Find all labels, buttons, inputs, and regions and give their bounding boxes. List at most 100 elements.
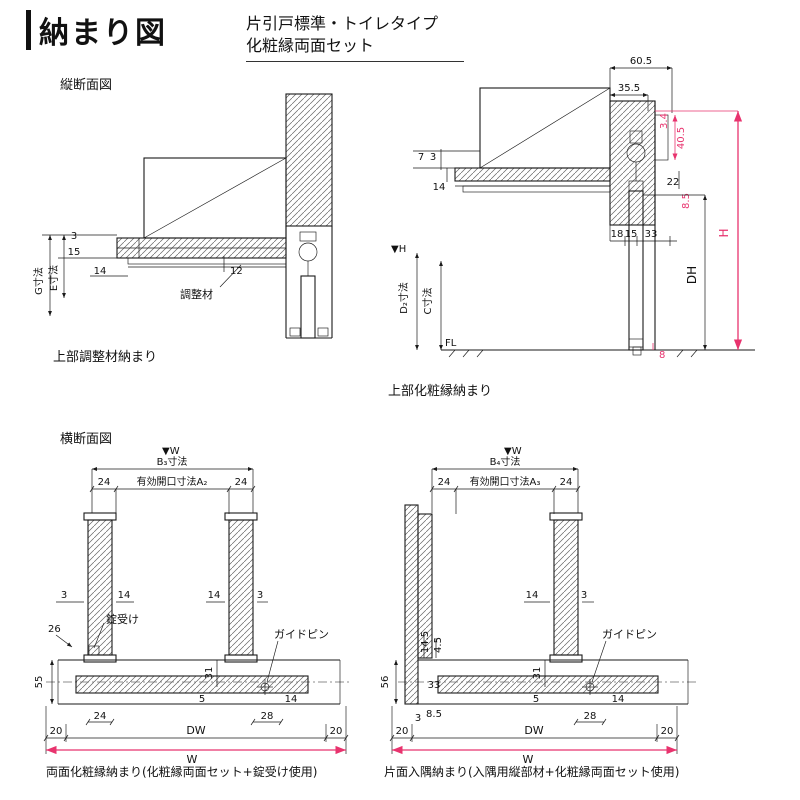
side-dimensions: 3.4 40.5 22 8.5 8: [652, 113, 692, 361]
left-header-assembly: [454, 87, 611, 193]
dim-opening-a3: 有効開口寸法A₃: [470, 475, 541, 488]
band-dimensions: 31 5 14 28: [532, 660, 625, 726]
dim-15: 15: [68, 247, 81, 258]
dim-24-left: 24: [98, 477, 111, 488]
casing-dimensions: 14 3: [524, 590, 594, 603]
wall-section: [609, 100, 669, 350]
dim-d2: D₂寸法: [397, 282, 410, 314]
w-datum-mark: ▼W: [504, 446, 522, 457]
door-panel: [437, 675, 659, 694]
dim-55: 55: [34, 676, 45, 689]
page-title: 納まり図: [39, 16, 167, 51]
dim-40-5: 40.5: [676, 127, 687, 149]
dim-33: 33: [645, 229, 658, 240]
left-dimensions: 7 3 14 ▼H D₂寸法 C寸法: [391, 149, 480, 350]
dim-w: W: [187, 753, 198, 766]
door-panel: [75, 675, 309, 694]
dim-20-right: 20: [661, 726, 674, 737]
dim-24-bottom: 24: [94, 711, 107, 722]
dim-33: 33: [428, 680, 441, 691]
dim-24-left: 24: [438, 477, 451, 488]
upper-wall-panel: [143, 157, 287, 239]
dim-7: 7: [418, 152, 424, 163]
lock-receiver: 錠受け: [88, 612, 139, 656]
dim-14-pin: 14: [285, 694, 298, 705]
vertical-section-adjuster-drawing: G寸法 E寸法 3 15 14 12 調整材: [32, 93, 333, 339]
top-dimensions: ▼W B₃寸法 24 有効開口寸法A₂ 24: [89, 446, 256, 514]
dim-14-left-inner: 14: [118, 590, 131, 601]
dim-14-5: 14.5: [420, 631, 431, 653]
label-guide-pin: ガイドピン: [274, 628, 329, 641]
band-dimensions: 26 55 31 5 14 24 28: [34, 624, 298, 726]
title-block: 納まり図: [26, 8, 167, 52]
dim-h: H: [717, 228, 731, 237]
title-accent-bar: [26, 10, 31, 50]
label-guide-pin: ガイドピン: [602, 628, 657, 641]
dim-8-5: 8.5: [681, 193, 692, 209]
dim-3: 3: [71, 231, 77, 242]
dim-14: 14: [94, 266, 107, 277]
track-band: [46, 659, 350, 705]
right-wall: [224, 512, 258, 663]
plan-section-both-faces-drawing: ▼W B₃寸法 24 有効開口寸法A₂ 24 3: [34, 446, 350, 766]
dim-60-5: 60.5: [630, 56, 652, 67]
dim-14-right-inner: 14: [208, 590, 221, 601]
dim-31: 31: [532, 667, 543, 680]
subtitle-line2: 化粧縁両面セット: [246, 35, 375, 55]
dim-opening-a2: 有効開口寸法A₂: [137, 475, 208, 488]
dim-24-right: 24: [560, 477, 573, 488]
caption-corner: 片面入隅納まり(入隅用縦部材+化粧縁両面セット使用): [384, 765, 680, 779]
subtitle-block: 片引戸標準・トイレタイプ 化粧縁両面セット: [246, 13, 464, 63]
dim-4-5: 4.5: [433, 637, 444, 653]
dim-8: 8: [659, 350, 665, 361]
corner-wall: [404, 504, 433, 705]
corner-dimensions: 14.5 4.5 33 8.5 3 56: [380, 631, 444, 724]
dim-e: E寸法: [47, 265, 60, 291]
dim-dh: DH: [685, 266, 699, 284]
dim-dw: DW: [524, 724, 543, 737]
dim-20-right: 20: [330, 726, 343, 737]
dim-3: 3: [430, 152, 436, 163]
bottom-dimensions: 20 DW 20 W: [43, 706, 349, 766]
dim-15: 15: [625, 229, 638, 240]
height-dimensions: DH H: [643, 110, 743, 350]
casing-dimensions: 3 14 14 3: [56, 590, 268, 603]
dim-3-4: 3.4: [659, 113, 670, 129]
dim-14: 14: [433, 182, 446, 193]
section-label-vertical: 縦断面図: [60, 78, 113, 93]
dim-dw: DW: [186, 724, 205, 737]
w-datum-mark: ▼W: [162, 446, 180, 457]
track-band: [398, 659, 696, 705]
guide-pin: ガイドピン: [582, 628, 657, 695]
dim-26: 26: [48, 624, 61, 635]
dim-c: C寸法: [421, 288, 434, 315]
dim-12: 12: [230, 266, 243, 277]
caption-top-adjuster: 上部調整材納まり: [53, 350, 158, 365]
guide-pin: ガイドピン: [257, 628, 329, 695]
dim-14-right-inner: 14: [526, 590, 539, 601]
dim-22: 22: [667, 177, 680, 188]
bottom-dimensions: 20 DW 20 W: [389, 706, 680, 766]
caption-both-faces: 両面化粧縁納まり(化粧縁両面セット+錠受け使用): [46, 765, 318, 779]
dim-b: B₄寸法: [490, 455, 521, 468]
dim-5: 5: [199, 694, 205, 705]
dim-20-left: 20: [396, 726, 409, 737]
label-fl: FL: [445, 338, 457, 349]
top-dimensions: ▼W B₄寸法 24 有効開口寸法A₃ 24: [429, 446, 581, 514]
vertical-section-trim-drawing: 60.5 35.5: [391, 56, 755, 361]
floor-line: FL: [441, 338, 755, 358]
hanger-roller: [298, 231, 318, 339]
dim-35-5: 35.5: [618, 83, 640, 94]
dim-20-left: 20: [50, 726, 63, 737]
dim-14-pin: 14: [612, 694, 625, 705]
dim-28: 28: [584, 711, 597, 722]
dim-24-right: 24: [235, 477, 248, 488]
dim-g: G寸法: [32, 267, 45, 295]
dim-8-5: 8.5: [426, 709, 442, 720]
subtitle-line1: 片引戸標準・トイレタイプ: [246, 14, 439, 33]
dim-3-right-outer: 3: [257, 590, 263, 601]
plan-section-corner-drawing: ▼W B₄寸法 24 有効開口寸法A₃ 24 14 3: [380, 446, 696, 766]
section-label-horizontal: 横断面図: [60, 432, 113, 447]
right-wall: [549, 512, 583, 663]
